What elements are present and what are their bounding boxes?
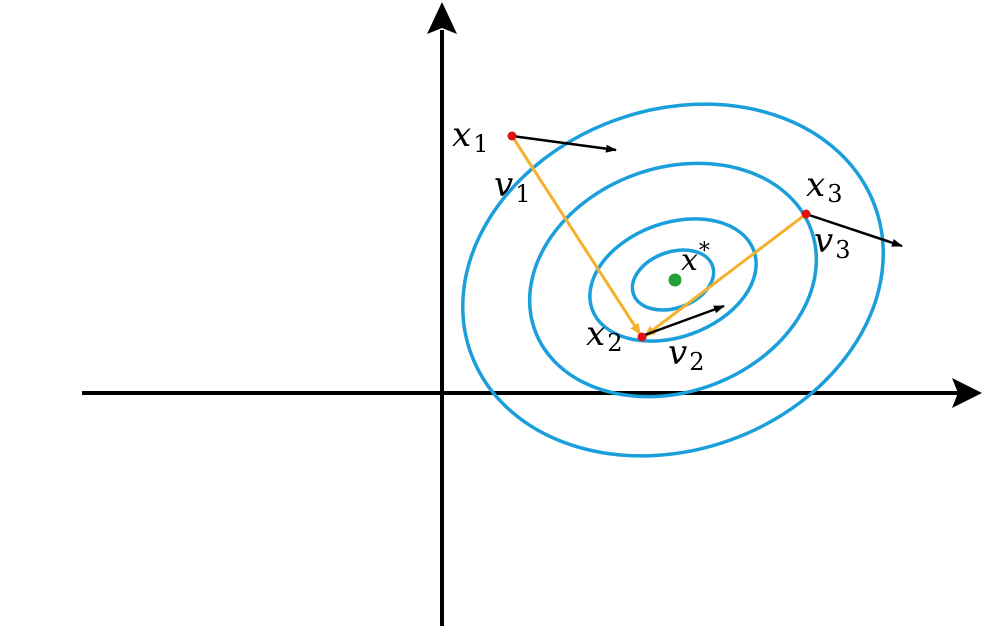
direction-arrow-v1 — [511, 134, 617, 153]
label-x-star: x* — [681, 239, 710, 278]
label-v3: v3 — [814, 221, 851, 264]
label-v2: v2 — [668, 333, 705, 376]
direction-arrow-v2 — [641, 304, 725, 338]
contour-level-4 — [461, 102, 885, 458]
label-v1: v1 — [494, 165, 531, 208]
label-x2: x2 — [586, 314, 622, 357]
point-x-star — [668, 273, 682, 287]
point-x2 — [637, 332, 647, 342]
point-x3 — [801, 209, 811, 219]
point-x1 — [507, 131, 517, 141]
step-arrows — [510, 135, 807, 338]
x-axis-arrowhead — [952, 378, 982, 408]
label-x1: x1 — [452, 115, 488, 158]
y-axis-arrowhead — [427, 2, 457, 34]
contour-level-3 — [527, 161, 819, 399]
contour-level-2 — [588, 217, 758, 343]
labels: x1 v1 x2 v2 x3 v3 x* — [452, 115, 851, 376]
label-x3: x3 — [806, 165, 842, 208]
step-arrow-x1-to-x2 — [510, 135, 642, 335]
step-arrow-x3-to-x2 — [644, 212, 807, 338]
direction-arrow-v3 — [805, 212, 903, 248]
points — [507, 131, 811, 342]
direction-arrows — [511, 134, 903, 338]
